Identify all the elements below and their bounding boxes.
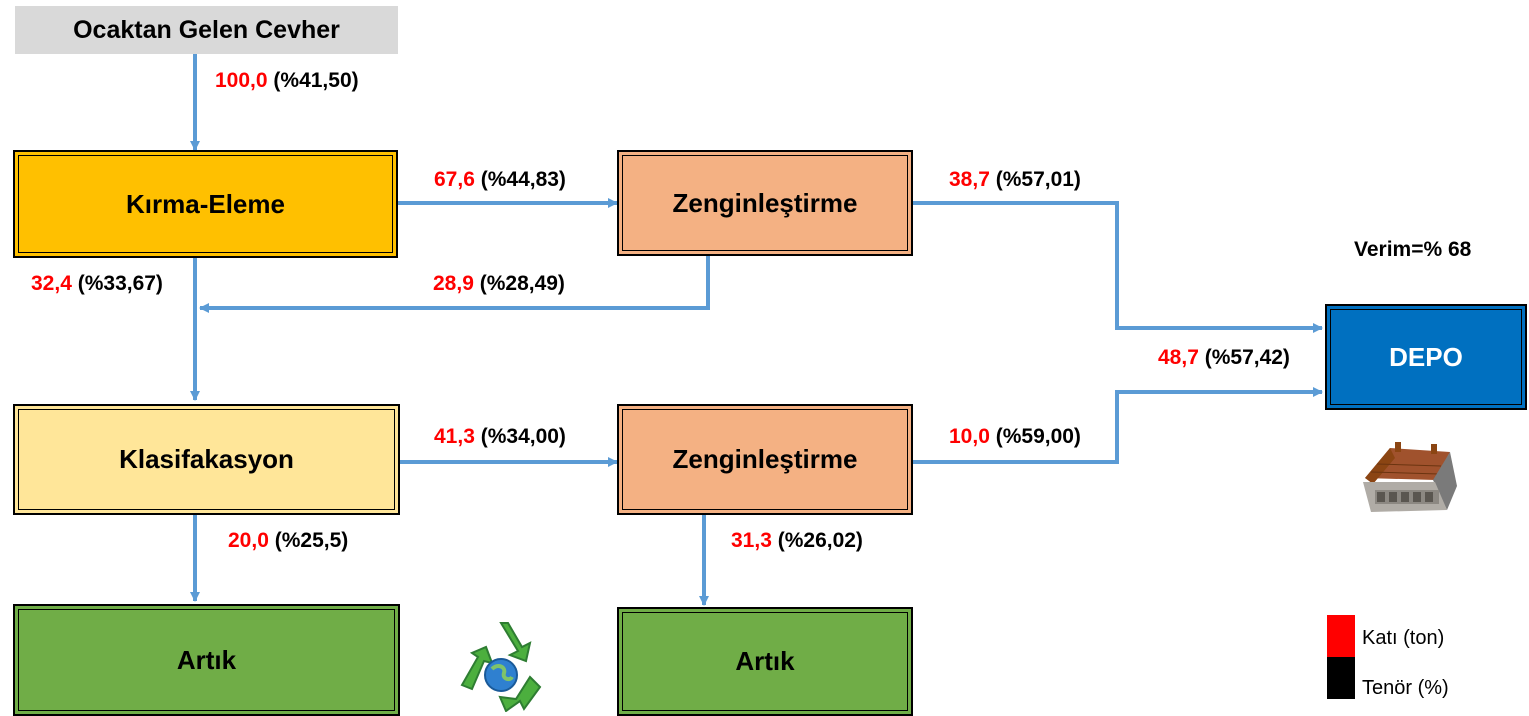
- flow-grade: (%44,83): [480, 168, 566, 191]
- flow-solid: 32,4: [31, 272, 72, 295]
- flow-grade: (%28,49): [479, 272, 565, 295]
- flow-solid: 41,3: [434, 425, 475, 448]
- flow-solid: 67,6: [434, 168, 475, 191]
- verim-label: Verim=% 68: [1354, 238, 1472, 261]
- flow-zen1-return: 28,9 (%28,49): [433, 272, 565, 296]
- flow-zen1-to-depo: 38,7 (%57,01): [949, 168, 1081, 192]
- depo-box: DEPO: [1325, 304, 1527, 410]
- klasifikasyon-box: Klasifakasyon: [13, 404, 400, 515]
- flow-solid: 10,0: [949, 425, 990, 448]
- flow-grade: (%41,50): [273, 69, 359, 92]
- flow-grade: (%57,42): [1204, 346, 1290, 369]
- kirma-eleme-label: Kırma-Eleme: [126, 188, 285, 219]
- klasifikasyon-label: Klasifakasyon: [119, 444, 294, 474]
- artik-label-2: Artık: [735, 646, 795, 676]
- flow-klasif-to-artik: 20,0 (%25,5): [228, 529, 348, 553]
- zenginlestirme-label-2: Zenginleştirme: [672, 444, 858, 474]
- source-label: Ocaktan Gelen Cevher: [15, 6, 398, 54]
- legend-solid-label: Katı (ton): [1362, 627, 1445, 649]
- zenginlestirme-box-1: Zenginleştirme: [617, 150, 913, 256]
- flow-solid: 48,7: [1158, 346, 1199, 369]
- flow-grade: (%57,01): [995, 168, 1081, 191]
- legend-grade-swatch: [1327, 657, 1355, 699]
- recycle-icon: [460, 622, 542, 712]
- flow-solid: 100,0: [215, 69, 268, 92]
- legend-solid-swatch: [1327, 615, 1355, 657]
- flow-solid: 31,3: [731, 529, 772, 552]
- flow-depo-total: 48,7 (%57,42): [1158, 346, 1290, 370]
- flow-zen2-to-artik: 31,3 (%26,02): [731, 529, 863, 553]
- flow-zen2-to-depo: 10,0 (%59,00): [949, 425, 1081, 449]
- flow-kirma-to-zen1: 67,6 (%44,83): [434, 168, 566, 192]
- warehouse-icon: [1363, 442, 1457, 512]
- zen1-return-arrow: [199, 256, 710, 313]
- depo-label: DEPO: [1389, 341, 1463, 372]
- zen1-to-depo-arrow: [913, 201, 1323, 333]
- flow-grade: (%25,5): [274, 529, 349, 552]
- artik-box-2: Artık: [617, 607, 913, 716]
- artik-box-1: Artık: [13, 604, 400, 716]
- flow-solid: 28,9: [433, 272, 474, 295]
- flow-feed: 100,0 (%41,50): [215, 69, 359, 93]
- legend-grade-label: Tenör (%): [1362, 677, 1449, 699]
- flow-kirma-down: 32,4 (%33,67): [31, 272, 163, 296]
- flow-grade: (%59,00): [995, 425, 1081, 448]
- flow-grade: (%34,00): [480, 425, 566, 448]
- artik-label-1: Artık: [176, 644, 237, 675]
- flow-grade: (%33,67): [77, 272, 163, 295]
- flow-grade: (%26,02): [777, 529, 863, 552]
- flow-klasif-to-zen2: 41,3 (%34,00): [434, 425, 566, 449]
- zen2-to-depo-arrow: [913, 387, 1323, 464]
- zenginlestirme-box-2: Zenginleştirme: [617, 404, 913, 515]
- zenginlestirme-label-1: Zenginleştirme: [672, 187, 858, 218]
- flow-solid: 38,7: [949, 168, 990, 191]
- kirma-eleme-box: Kırma-Eleme: [13, 150, 398, 258]
- flow-solid: 20,0: [228, 529, 269, 552]
